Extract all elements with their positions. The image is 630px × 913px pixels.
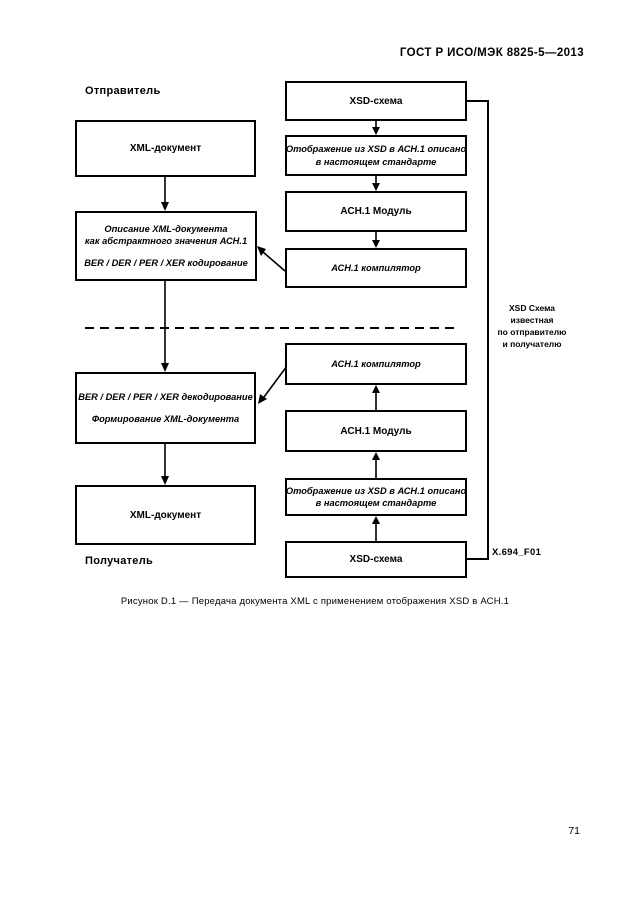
box-encode: Описание XML-документа как абстрактного …: [75, 211, 257, 281]
figure-ref-label: X.694_F01: [492, 547, 542, 558]
box-decode: BER / DER / PER / XER декодирование Форм…: [75, 372, 256, 444]
box-asn1-compiler-bottom: АСН.1 компилятор: [285, 343, 467, 385]
box-label: XSD-схема: [349, 554, 403, 565]
page-number: 71: [568, 825, 580, 837]
side-note-line: по отправителю: [497, 326, 567, 337]
figure-d1-diagram: Отправитель XML-документ Описание XML-до…: [75, 81, 575, 578]
box-label-line: BER / DER / PER / XER декодирование: [78, 392, 253, 403]
box-label: АСН.1 компилятор: [331, 262, 421, 273]
box-mapping-top: Отображение из XSD в АСН.1 описано в нас…: [285, 135, 467, 176]
side-note-line: XSD Схема: [508, 303, 555, 313]
box-label-line: Формирование XML-документа: [91, 413, 240, 424]
sender-label: Отправитель: [85, 85, 161, 97]
box-label: АСН.1 компилятор: [331, 358, 421, 369]
xsd-schema-side-note: XSD Схема известная по отправителю и пол…: [489, 303, 575, 351]
box-xml-document-top: XML-документ: [75, 120, 256, 177]
box-asn1-module-top: АСН.1 Модуль: [285, 191, 467, 232]
box-label-line: Отображение из XSD в АСН.1 описано: [285, 485, 467, 496]
box-label-line: в настоящем стандарте: [315, 498, 437, 508]
box-xsd-schema-bottom: XSD-схема: [285, 541, 467, 578]
box-asn1-module-bottom: АСН.1 Модуль: [285, 410, 467, 452]
box-label-line: как абстрактного значения АСН.1: [84, 236, 248, 247]
box-label-line: Отображение из XSD в АСН.1 описано: [285, 144, 467, 155]
figure-caption: Рисунок D.1 — Передача документа XML с п…: [120, 596, 510, 607]
running-header: ГОСТ Р ИСО/МЭК 8825-5—2013: [399, 47, 584, 59]
box-label: АСН.1 Модуль: [340, 206, 412, 217]
box-xsd-schema-top: XSD-схема: [285, 81, 467, 121]
box-label: АСН.1 Модуль: [340, 425, 412, 437]
box-xml-document-bottom: XML-документ: [75, 485, 256, 545]
box-label-line: Описание XML-документа: [104, 224, 228, 235]
side-note-line: и получателю: [502, 338, 562, 349]
side-note-line: известная: [510, 314, 554, 325]
box-label: XML-документ: [129, 509, 202, 521]
box-asn1-compiler-top: АСН.1 компилятор: [285, 248, 467, 288]
box-label: XSD-схема: [349, 95, 403, 107]
box-label: XML-документ: [129, 143, 202, 154]
box-mapping-bottom: Отображение из XSD в АСН.1 описано в нас…: [285, 478, 467, 516]
box-label-line: BER / DER / PER / XER кодирование: [84, 257, 248, 268]
box-label-line: в настоящем стандарте: [315, 156, 437, 167]
receiver-label: Получатель: [85, 555, 154, 567]
